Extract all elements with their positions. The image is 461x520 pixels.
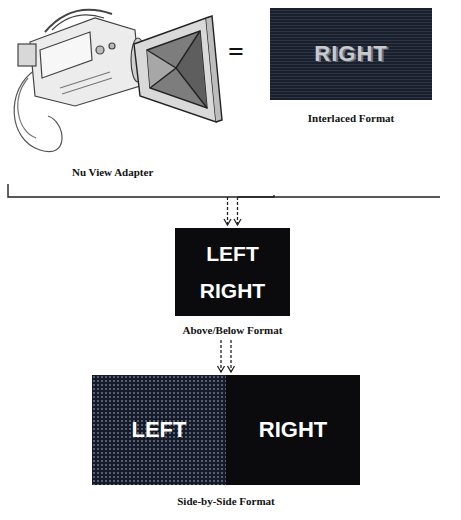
video-frame: RIGHT bbox=[226, 375, 360, 485]
video-frame: LEFT bbox=[92, 375, 226, 485]
arrow-head bbox=[234, 219, 241, 225]
dashed-shaft bbox=[237, 197, 238, 225]
frame-text: LEFT bbox=[132, 418, 187, 442]
arrow-head bbox=[218, 366, 225, 372]
format-caption: Interlaced Format bbox=[268, 112, 434, 124]
connector-bend bbox=[238, 195, 275, 197]
frame-text: RIGHT bbox=[259, 418, 327, 442]
double-dashed-arrow bbox=[224, 195, 274, 225]
format-caption: Above/Below Format bbox=[165, 324, 300, 336]
dashed-shaft bbox=[227, 197, 228, 225]
format-screen: LEFT bbox=[92, 375, 226, 485]
double-dashed-arrow bbox=[218, 340, 235, 372]
format-screen: RIGHT Interlaced Format bbox=[268, 8, 434, 195]
format-screen: LEFT RIGHT Above/Below Format bbox=[165, 228, 300, 338]
arrow-head bbox=[224, 219, 231, 225]
frame-text: LEFT bbox=[206, 242, 259, 265]
format-group: Side-by-Side Format LEFT RIGHT bbox=[90, 375, 362, 513]
arrow-head bbox=[228, 366, 235, 372]
frame-text: RIGHT bbox=[314, 42, 387, 66]
dashed-shaft bbox=[230, 340, 231, 372]
format-screen: RIGHT bbox=[226, 375, 360, 485]
equals-sign: = bbox=[228, 36, 244, 68]
video-frame: RIGHT bbox=[270, 8, 432, 100]
adapter-label: Nu View Adapter bbox=[72, 166, 153, 178]
video-frame: LEFT RIGHT bbox=[175, 228, 290, 316]
adapter bbox=[134, 16, 222, 122]
frame-text: RIGHT bbox=[200, 279, 265, 302]
dashed-shaft bbox=[220, 340, 221, 372]
grouping-bracket bbox=[8, 184, 440, 197]
format-caption: Side-by-Side Format bbox=[90, 495, 362, 507]
camcorder bbox=[14, 10, 145, 152]
